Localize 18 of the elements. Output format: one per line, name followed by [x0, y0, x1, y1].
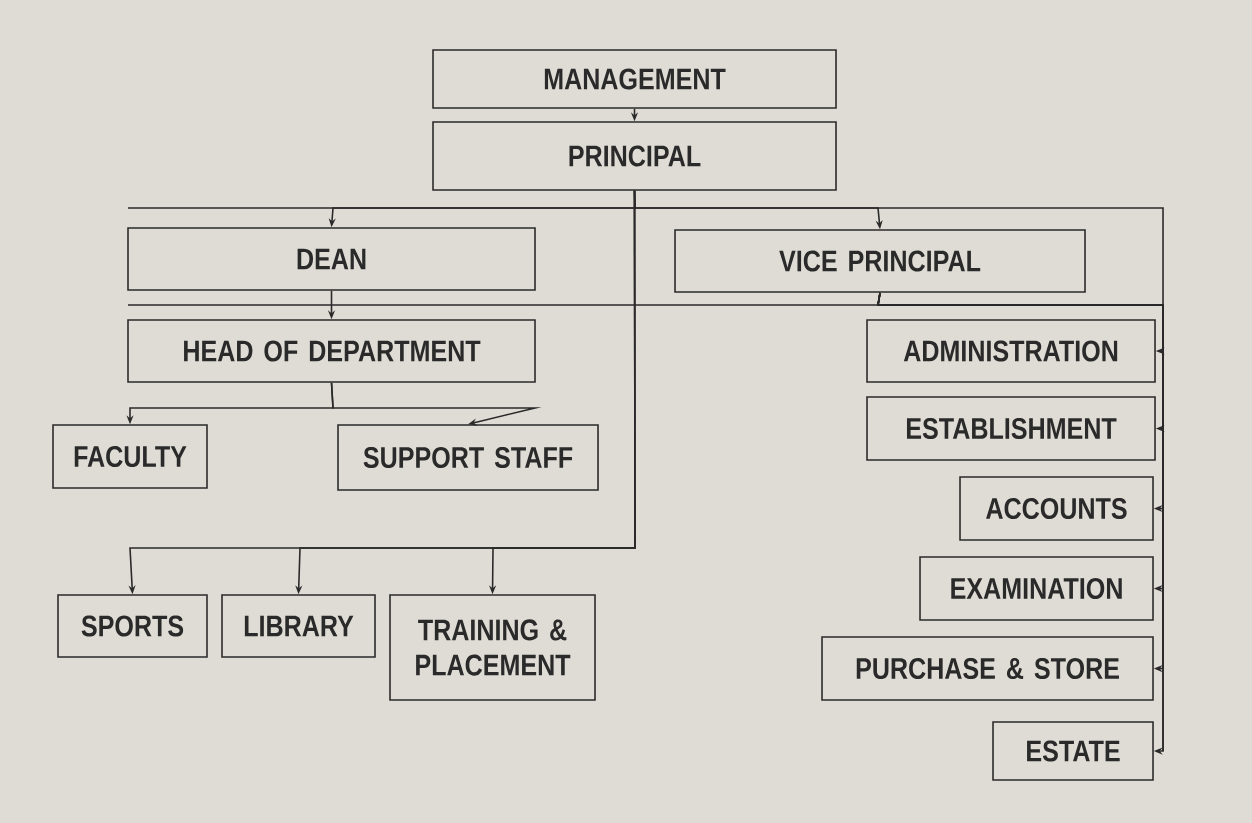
org-box: TRAINING & PLACEMENT	[389, 594, 596, 701]
org-box: DEAN	[127, 227, 536, 291]
org-box: FACULTY	[52, 424, 208, 489]
org-box: EXAMINATION	[919, 556, 1154, 621]
org-box: HEAD OF DEPARTMENT	[127, 319, 536, 383]
org-box: SUPPORT STAFF	[337, 424, 599, 491]
org-box: PURCHASE & STORE	[821, 636, 1154, 701]
org-box: ESTABLISHMENT	[866, 396, 1156, 461]
org-box: SPORTS	[57, 594, 208, 658]
org-box: LIBRARY	[221, 594, 376, 658]
org-box: ADMINISTRATION	[866, 319, 1156, 383]
org-box: ESTATE	[992, 721, 1154, 781]
org-box: PRINCIPAL	[432, 121, 837, 191]
org-box: VICE PRINCIPAL	[674, 229, 1086, 293]
arrow	[877, 292, 1164, 755]
arrow	[330, 382, 542, 426]
org-box: ACCOUNTS	[959, 476, 1154, 541]
org-box: MANAGEMENT	[432, 49, 837, 109]
